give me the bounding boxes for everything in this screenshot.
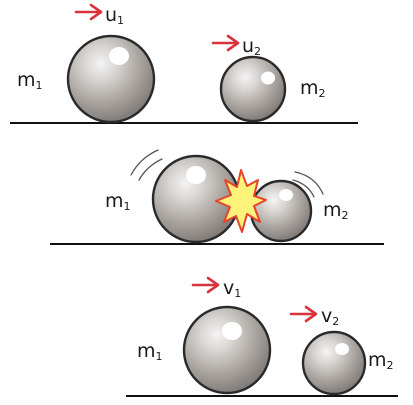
ball-m2 [219, 55, 287, 123]
ball-m1 [66, 34, 156, 124]
mass-m2-label: m2 [300, 77, 326, 100]
velocity-v2-label: v2 [321, 305, 339, 328]
panel-collision: m1 m2 [50, 149, 384, 245]
mass-m1-label: m1 [17, 69, 43, 92]
panel-after: v1 v2 m1 m2 [126, 276, 398, 397]
mass-m1-label: m1 [105, 190, 131, 213]
mass-m1-label: m1 [137, 340, 163, 363]
arrow-right-icon [211, 34, 240, 52]
motion-lines-right-icon [292, 171, 324, 198]
mass-m2-label: m2 [368, 349, 394, 372]
mass-m2-label: m2 [323, 199, 349, 222]
velocity-v1-label: v1 [223, 277, 241, 300]
arrow-right-icon [289, 305, 318, 323]
velocity-u1-label: u1 [105, 4, 124, 27]
arrow-right-icon [74, 3, 103, 21]
impact-burst-icon [215, 169, 267, 233]
panel-before: u1 u2 m1 m2 [10, 3, 358, 124]
velocity-u2-label: u2 [242, 35, 261, 58]
ball-m2 [301, 330, 367, 396]
ball-m2 [249, 179, 313, 243]
motion-lines-left-icon [130, 149, 163, 181]
arrow-right-icon [191, 276, 220, 294]
ball-m1 [182, 305, 272, 395]
